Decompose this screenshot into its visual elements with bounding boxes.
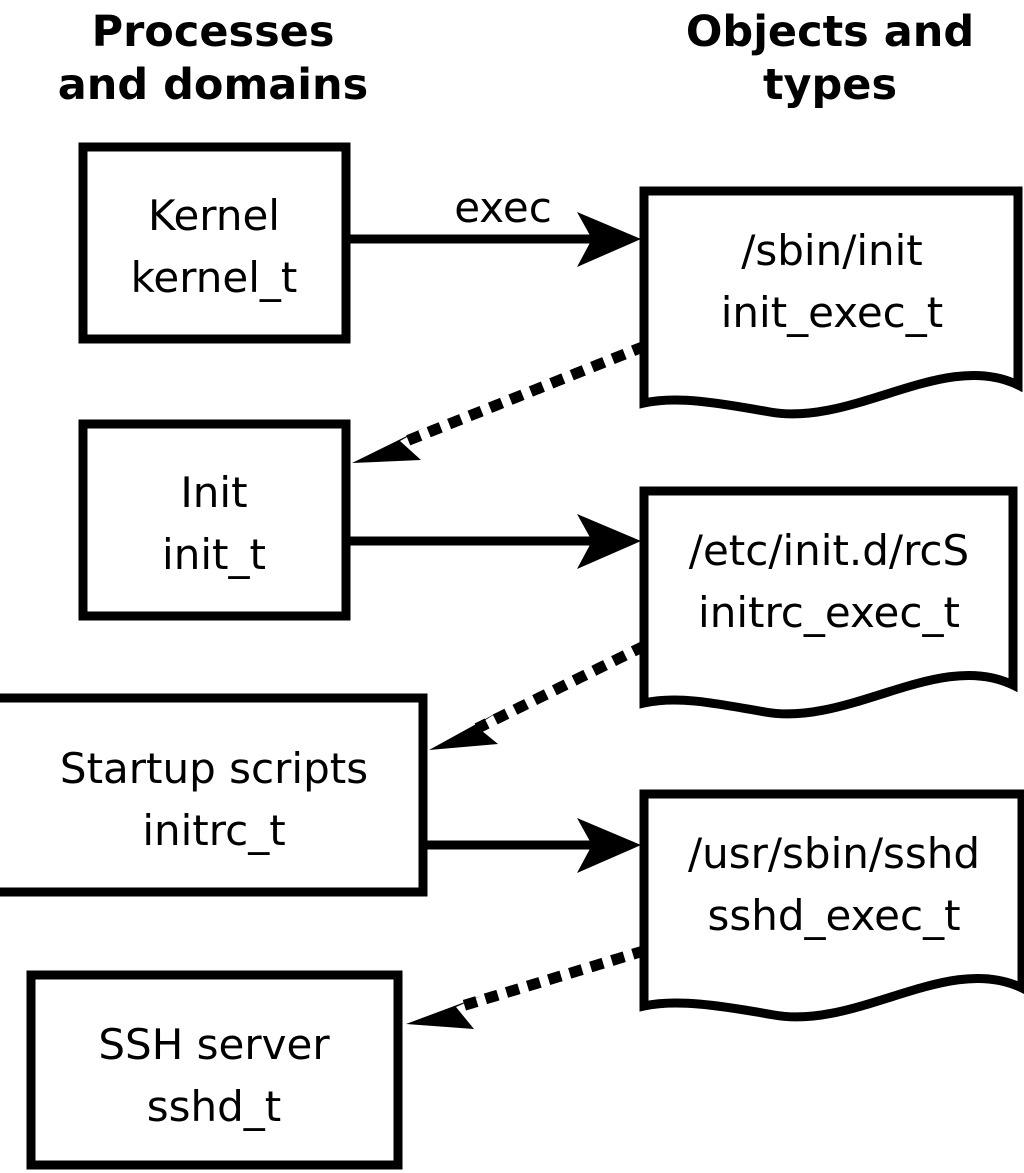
process-node-kernel[interactable]: Kernel kernel_t [78, 142, 351, 344]
process-node-sshd[interactable]: SSH server sshd_t [26, 970, 403, 1170]
node-document-shape [639, 789, 1024, 1022]
node-box [78, 419, 351, 621]
edge-line [474, 640, 648, 734]
edge-init-exec-initrc_exec [350, 514, 641, 569]
arrowhead-icon [406, 996, 481, 1029]
process-node-initrc[interactable]: Startup scripts initrc_t [0, 693, 428, 897]
process-node-init[interactable]: Init init_t [78, 419, 351, 621]
node-label-line2: init_t [162, 530, 266, 579]
edge-initrc-exec-sshd_exec [427, 818, 641, 873]
node-box [26, 970, 403, 1170]
arrowhead-icon [429, 712, 498, 750]
node-label-line2: sshd_t [147, 1082, 282, 1131]
object-node-sshd_exec[interactable]: /usr/sbin/sshd sshd_exec_t [639, 789, 1024, 1022]
column-header-processes-line2: and domains [58, 60, 368, 110]
edge-label-exec: exec [454, 183, 552, 232]
edge-init_exec-transition-init [352, 340, 648, 463]
column-header-processes-line1: Processes [92, 7, 335, 57]
edge-kernel-exec-init_exec: exec [350, 183, 641, 267]
object-node-initrc_exec[interactable]: /etc/init.d/rcS initrc_exec_t [639, 486, 1018, 719]
node-label-line1: /sbin/init [741, 226, 923, 275]
arrowhead-icon [577, 212, 641, 267]
node-document-shape [639, 186, 1023, 419]
node-label-line2: init_exec_t [721, 288, 944, 337]
node-label-line1: Startup scripts [60, 744, 368, 793]
node-box [78, 142, 351, 344]
column-header-objects: Objects and types [686, 7, 974, 110]
node-label-line1: SSH server [98, 1020, 330, 1069]
node-label-line2: initrc_t [142, 806, 285, 855]
node-box [0, 693, 428, 897]
object-node-init_exec[interactable]: /sbin/init init_exec_t [639, 186, 1023, 419]
node-label-line1: Kernel [148, 191, 280, 240]
node-label-line2: sshd_exec_t [707, 891, 960, 940]
node-label-line2: initrc_exec_t [698, 588, 960, 637]
node-label-line2: kernel_t [131, 253, 298, 302]
column-header-objects-line1: Objects and [686, 7, 974, 57]
arrowhead-icon [577, 514, 641, 569]
node-label-line1: Init [180, 468, 247, 517]
node-label-line1: /usr/sbin/sshd [688, 829, 980, 878]
arrowhead-icon [577, 818, 641, 873]
edge-line [396, 340, 648, 450]
column-header-processes: Processes and domains [58, 7, 368, 110]
node-label-line1: /etc/init.d/rcS [689, 526, 969, 575]
edge-sshd_exec-transition-sshd [406, 945, 647, 1029]
arrowhead-icon [352, 428, 423, 463]
edge-line [455, 945, 647, 1013]
column-header-objects-line2: types [763, 60, 897, 110]
edge-initrc_exec-transition-initrc [429, 640, 648, 750]
node-document-shape [639, 486, 1018, 719]
